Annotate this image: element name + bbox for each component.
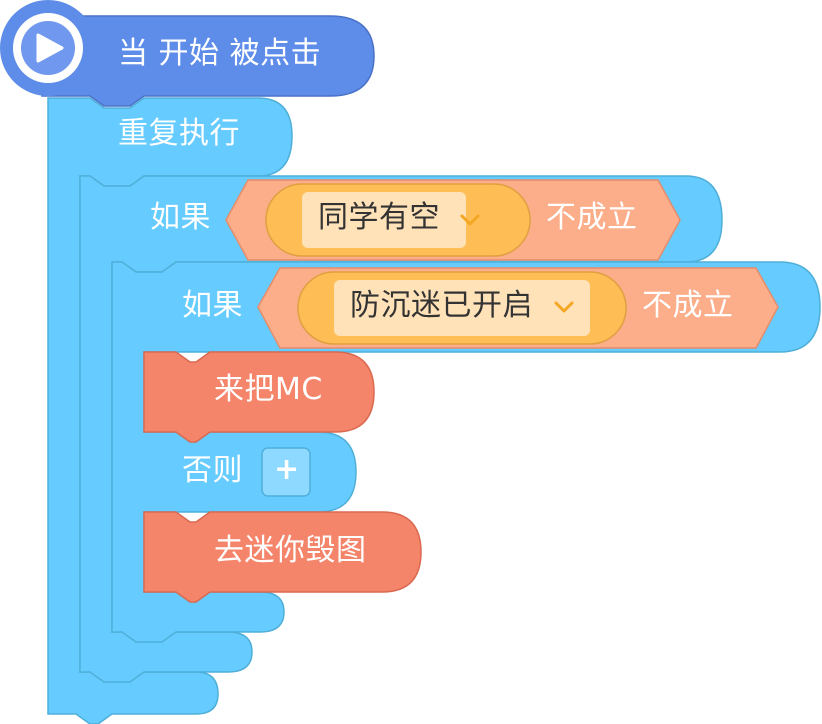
dropdown-inner-value[interactable]: 防沉迷已开启 xyxy=(350,288,533,323)
else-add-button[interactable] xyxy=(261,447,311,497)
if-inner-keyword: 如果 xyxy=(182,288,243,323)
not-inner-suffix: 不成立 xyxy=(642,288,734,323)
then-action-block[interactable] xyxy=(143,351,375,443)
chevron-down-icon xyxy=(460,214,480,226)
dropdown-inner[interactable] xyxy=(334,280,590,336)
chevron-down-icon xyxy=(554,301,574,313)
else-action-label: 去迷你毁图 xyxy=(214,533,367,568)
then-action-label: 来把MC xyxy=(214,372,323,407)
if-outer-keyword: 如果 xyxy=(150,200,211,235)
event-block-label: 当 开始 被点击 xyxy=(118,36,322,71)
play-icon[interactable] xyxy=(36,33,64,63)
else-label: 否则 xyxy=(182,453,243,488)
repeat-block-label: 重复执行 xyxy=(118,116,240,151)
event-hat-block[interactable] xyxy=(41,15,375,107)
dropdown-outer[interactable] xyxy=(302,192,466,248)
plus-icon[interactable]: + xyxy=(274,452,300,487)
not-outer-suffix: 不成立 xyxy=(546,200,638,235)
dropdown-outer-value[interactable]: 同学有空 xyxy=(318,200,440,235)
else-action-block[interactable] xyxy=(143,511,422,603)
